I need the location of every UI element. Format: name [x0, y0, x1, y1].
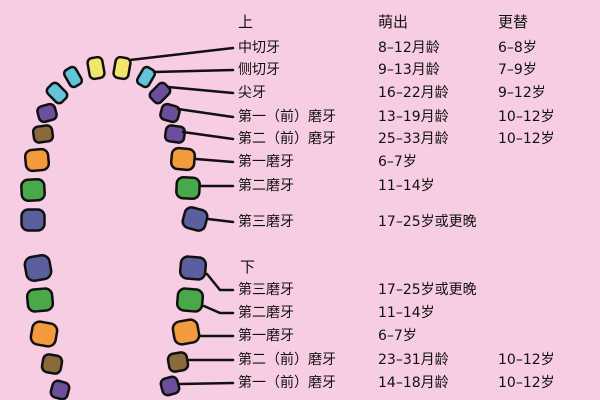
upper-row-0-erupt: 8–12月龄 — [378, 40, 440, 56]
upper-row-4-erupt: 25–33月龄 — [378, 131, 449, 147]
lower-row-1-erupt: 11–14岁 — [378, 305, 435, 321]
upper-left-second-molar-tooth-icon — [175, 176, 201, 200]
lower-right-second-molar-tooth-icon — [25, 287, 55, 313]
lower-row-2-erupt: 6–7岁 — [378, 328, 417, 344]
upper-row-5-erupt: 6–7岁 — [378, 154, 417, 170]
upper-right-second-molar-tooth-icon — [20, 178, 46, 202]
lower-row-3-shed: 10–12岁 — [498, 352, 555, 368]
upper-row-2-shed: 9–12岁 — [498, 85, 546, 101]
leader-upper-lateral-incisor — [152, 68, 235, 74]
upper-right-central-incisor-tooth-icon — [86, 55, 106, 81]
upper-left-canine-tooth-icon — [148, 81, 172, 105]
upper-row-3-shed: 10–12岁 — [498, 109, 555, 125]
upper-left-lateral-incisor-tooth-icon — [135, 65, 157, 89]
leader-lower-first-premolar — [178, 381, 235, 386]
upper-row-2-erupt: 16–22月龄 — [378, 85, 449, 101]
leader-lower-second-molar — [202, 304, 235, 315]
upper-row-4-name: 第二（前）磨牙 — [238, 131, 336, 147]
upper-left-central-incisor-tooth-icon — [112, 55, 132, 81]
upper-row-1-name: 侧切牙 — [238, 62, 280, 78]
lower-row-4-shed: 10–12岁 — [498, 375, 555, 391]
lower-left-first-molar-tooth-icon — [171, 318, 201, 346]
leader-upper-second-premolar — [181, 130, 235, 141]
upper-row-6-erupt: 11–14岁 — [378, 178, 435, 194]
lower-left-first-premolar-tooth-icon — [159, 375, 181, 397]
lower-row-1-name: 第二磨牙 — [238, 305, 294, 321]
upper-row-2-name: 尖牙 — [238, 85, 266, 101]
lower-row-2-name: 第一磨牙 — [238, 328, 294, 344]
leader-upper-first-premolar — [176, 107, 235, 119]
upper-left-first-premolar-tooth-icon — [159, 102, 181, 124]
lower-left-third-molar-tooth-icon — [178, 255, 208, 281]
lower-row-3-name: 第二（前）磨牙 — [238, 352, 336, 368]
lower-row-0-name: 第三磨牙 — [238, 282, 294, 298]
upper-left-third-molar-tooth-icon — [181, 206, 209, 232]
leader-lower-third-molar — [205, 272, 235, 292]
leader-upper-third-molar — [206, 217, 235, 224]
upper-row-5-name: 第一磨牙 — [238, 154, 294, 170]
leader-upper-first-molar — [194, 157, 235, 164]
header-shed: 更替 — [498, 13, 529, 31]
upper-row-1-shed: 7–9岁 — [498, 62, 537, 78]
leader-lines-layer — [128, 46, 235, 386]
lower-right-first-premolar-tooth-icon — [49, 379, 71, 400]
upper-row-0-name: 中切牙 — [238, 40, 280, 56]
upper-row-0-shed: 6–8岁 — [498, 40, 537, 56]
lower-left-second-molar-tooth-icon — [175, 287, 205, 313]
upper-right-first-premolar-tooth-icon — [36, 102, 58, 124]
upper-row-3-name: 第一（前）磨牙 — [238, 109, 336, 125]
upper-row-6-name: 第二磨牙 — [238, 178, 294, 194]
upper-left-first-molar-tooth-icon — [169, 146, 197, 172]
upper-row-3-erupt: 13–19月龄 — [378, 109, 449, 125]
lower-right-first-molar-tooth-icon — [29, 320, 59, 348]
lower-left-second-premolar-tooth-icon — [166, 351, 190, 373]
lower-right-third-molar-tooth-icon — [23, 253, 53, 283]
leader-upper-central-incisor — [128, 46, 235, 62]
lower-row-3-erupt: 23–31月龄 — [378, 352, 449, 368]
upper-right-first-molar-tooth-icon — [23, 147, 51, 173]
upper-right-third-molar-tooth-icon — [20, 208, 46, 232]
leader-upper-canine — [166, 85, 235, 95]
teeth-layer — [20, 55, 209, 400]
upper-row-7-name: 第三磨牙 — [238, 214, 294, 230]
header-erupt: 萌出 — [378, 13, 409, 31]
lower-row-0-erupt: 17–25岁或更晚 — [378, 282, 477, 298]
lower-jaw-label: 下 — [240, 258, 256, 276]
upper-right-second-premolar-tooth-icon — [31, 124, 55, 144]
upper-row-1-erupt: 9–13月龄 — [378, 62, 440, 78]
lower-row-4-name: 第一（前）磨牙 — [238, 375, 336, 391]
upper-left-second-premolar-tooth-icon — [163, 124, 187, 144]
upper-right-canine-tooth-icon — [45, 81, 69, 105]
upper-row-7-erupt: 17–25岁或更晚 — [378, 214, 477, 230]
upper-jaw-label: 上 — [238, 13, 254, 31]
upper-row-4-shed: 10–12岁 — [498, 131, 555, 147]
lower-row-4-erupt: 14–18月龄 — [378, 375, 449, 391]
lower-right-second-premolar-tooth-icon — [40, 353, 64, 375]
upper-right-lateral-incisor-tooth-icon — [62, 65, 84, 89]
